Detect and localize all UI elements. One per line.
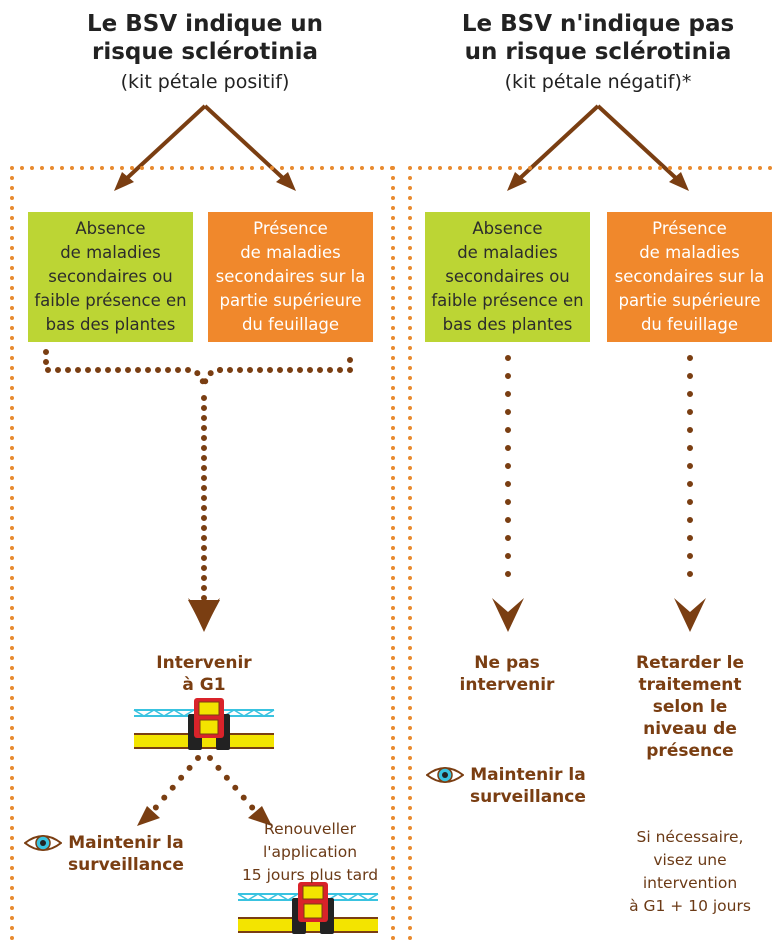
action-line: Ne pas <box>474 653 540 673</box>
maintain-line: surveillance <box>68 855 184 875</box>
box-line: partie supérieure <box>618 291 761 310</box>
box-line: secondaires ou <box>48 267 173 286</box>
left-split-arrows <box>114 104 296 191</box>
note-line: à G1 + 10 jours <box>629 897 751 915</box>
box-line: Absence <box>75 219 146 238</box>
box-line: Présence <box>253 219 328 238</box>
right-delay-label: Retarder le traitement selon le niveau d… <box>615 652 765 762</box>
right-arrowhead-1 <box>492 598 524 632</box>
box-line: secondaires ou <box>445 267 570 286</box>
left-dotted-frame <box>10 166 395 942</box>
maintain-line: surveillance <box>470 787 586 807</box>
action-line: présence <box>646 741 734 761</box>
eye-icon <box>24 835 62 851</box>
left-merge-connector <box>43 349 353 603</box>
left-absence-box: Absence de maladies secondaires ou faibl… <box>28 212 193 342</box>
right-maintain-row: Maintenir la surveillance <box>426 764 586 808</box>
note-line: 15 jours plus tard <box>241 866 379 884</box>
left-maintain-row: Maintenir la surveillance <box>24 832 184 876</box>
maintain-line: Maintenir la <box>470 765 586 785</box>
left-action-label: Intervenir à G1 <box>124 652 284 696</box>
box-line: secondaires sur la <box>215 267 366 286</box>
action-line: traitement <box>638 675 742 695</box>
right-dotted-frame <box>408 166 777 942</box>
note-line: visez une <box>653 851 727 869</box>
eye-icon <box>426 767 464 783</box>
left-title: Le BSV indique un risque sclérotinia <box>40 10 370 66</box>
box-line: bas des plantes <box>442 315 573 334</box>
action-line: Retarder le <box>636 653 744 673</box>
note-line: Renouveller <box>264 820 356 838</box>
left-lower-arrows <box>149 755 259 815</box>
box-line: de maladies <box>639 243 740 262</box>
right-title: Le BSV n'indique pas un risque sclérotin… <box>433 10 763 66</box>
right-maintain-text: Maintenir la surveillance <box>470 764 586 808</box>
right-presence-box: Présence de maladies secondaires sur la … <box>607 212 772 342</box>
box-line: de maladies <box>457 243 558 262</box>
action-line: niveau de <box>643 719 737 739</box>
box-line: Présence <box>652 219 727 238</box>
box-line: de maladies <box>60 243 161 262</box>
action-line: selon le <box>652 697 728 717</box>
left-presence-box: Présence de maladies secondaires sur la … <box>208 212 373 342</box>
action-line: à G1 <box>182 675 226 695</box>
right-title-line-1: Le BSV n'indique pas <box>461 11 735 37</box>
box-line: secondaires sur la <box>614 267 765 286</box>
box-line: partie supérieure <box>219 291 362 310</box>
action-line: Intervenir <box>156 653 252 673</box>
action-line: intervenir <box>459 675 555 695</box>
right-title-line-2: un risque sclérotinia <box>464 39 732 65</box>
sprayer-tractor-icon <box>133 697 275 751</box>
right-split-arrows <box>507 104 689 191</box>
left-maintain-text: Maintenir la surveillance <box>68 832 184 876</box>
box-line: faible présence en <box>34 291 187 310</box>
box-line: Absence <box>472 219 543 238</box>
right-if-needed-note: Si nécessaire, visez une intervention à … <box>615 826 765 918</box>
note-line: l'application <box>262 843 358 861</box>
box-line: faible présence en <box>431 291 584 310</box>
box-line: du feuillage <box>241 315 340 334</box>
right-subtitle: (kit pétale négatif)* <box>504 71 692 93</box>
right-no-action-label: Ne pas intervenir <box>432 652 582 696</box>
left-subtitle: (kit pétale positif) <box>120 71 290 93</box>
note-line: Si nécessaire, <box>636 828 744 846</box>
right-dotted-lines <box>505 355 693 593</box>
box-line: de maladies <box>240 243 341 262</box>
left-renew-note: Renouveller l'application 15 jours plus … <box>230 818 390 887</box>
sprayer-tractor-icon <box>237 881 379 935</box>
box-line: bas des plantes <box>45 315 176 334</box>
right-arrowhead-2 <box>674 598 706 632</box>
note-line: intervention <box>642 874 738 892</box>
left-title-line-1: Le BSV indique un <box>87 11 323 37</box>
right-absence-box: Absence de maladies secondaires ou faibl… <box>425 212 590 342</box>
box-line: du feuillage <box>640 315 739 334</box>
left-title-line-2: risque sclérotinia <box>92 39 318 65</box>
maintain-line: Maintenir la <box>68 833 184 853</box>
